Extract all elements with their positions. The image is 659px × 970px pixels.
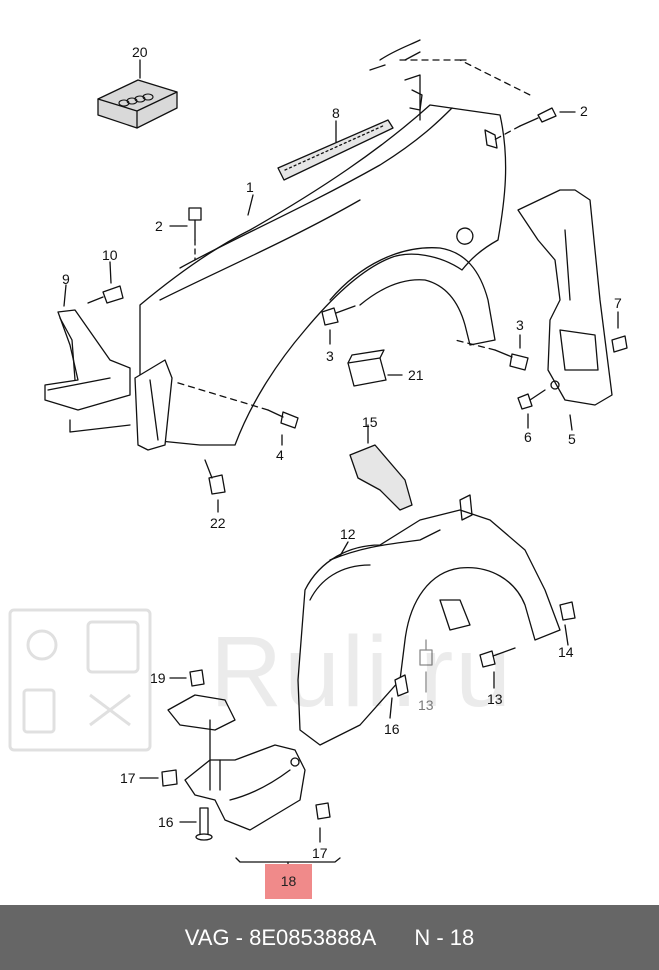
callout-label: 13 — [418, 697, 434, 713]
callout-label: 6 — [524, 429, 532, 445]
callout-label: 20 — [132, 44, 148, 60]
screw-part — [419, 639, 433, 666]
callout-label: 17 — [312, 845, 328, 861]
callout-label: 16 — [158, 814, 174, 830]
callout-label: 3 — [326, 348, 334, 364]
highlighted-part-label: 18 — [265, 864, 312, 899]
callout-label: 5 — [568, 431, 576, 447]
callout-label: 21 — [408, 367, 424, 383]
callout-label: 17 — [120, 770, 136, 786]
fender-mount-bracket — [134, 359, 173, 451]
screw-part — [321, 305, 356, 326]
callout-label: 14 — [558, 644, 574, 660]
screw-part — [517, 389, 546, 410]
screw-part — [494, 349, 529, 371]
callout-label: 8 — [332, 105, 340, 121]
exploded-parts-diagram — [44, 39, 628, 865]
cover-part — [349, 444, 413, 511]
rear-bracket-part — [517, 189, 613, 406]
emblem-box-part — [97, 79, 178, 129]
fender-part — [139, 39, 507, 446]
callout-label: 12 — [340, 526, 356, 542]
callout-label: 9 — [62, 271, 70, 287]
callout-label: 16 — [384, 721, 400, 737]
callout-label: 10 — [102, 247, 118, 263]
bracket-part — [44, 309, 131, 433]
bolt-part — [174, 381, 299, 429]
callout-label: 2 — [155, 218, 163, 234]
clip-part — [189, 669, 205, 687]
clip-part — [559, 601, 576, 621]
callout-label: 22 — [210, 515, 226, 531]
clip-part — [347, 349, 387, 387]
screw-part — [87, 285, 124, 304]
seal-strip-part — [277, 119, 394, 181]
wheel-housing-liner-part — [297, 494, 561, 746]
callout-label: 2 — [580, 103, 588, 119]
footer-bar: VAG - 8E0853888A N - 18 — [0, 905, 659, 970]
clip-part — [611, 335, 628, 353]
callout-label: 15 — [362, 414, 378, 430]
callout-label: 1 — [246, 179, 254, 195]
audi-rings-icon — [118, 93, 154, 107]
screw-part — [188, 207, 202, 241]
rivet-part — [195, 807, 213, 841]
screw-part — [479, 647, 516, 668]
position-label: N - 18 — [414, 924, 475, 950]
watermark-text: Ruli.ru — [210, 616, 513, 728]
part-code: VAG - 8E0853888A — [184, 924, 377, 950]
callout-label: 19 — [150, 670, 166, 686]
clip-part — [161, 769, 178, 787]
callout-label: 13 — [487, 691, 503, 707]
clip-part — [315, 802, 331, 820]
bolt-part — [204, 459, 226, 495]
callout-label: 7 — [614, 295, 622, 311]
screw-part — [519, 107, 557, 127]
rivet-part — [394, 674, 409, 697]
lower-bracket-assembly-part — [167, 694, 306, 831]
callout-label: 3 — [516, 317, 524, 333]
callout-label: 4 — [276, 447, 284, 463]
